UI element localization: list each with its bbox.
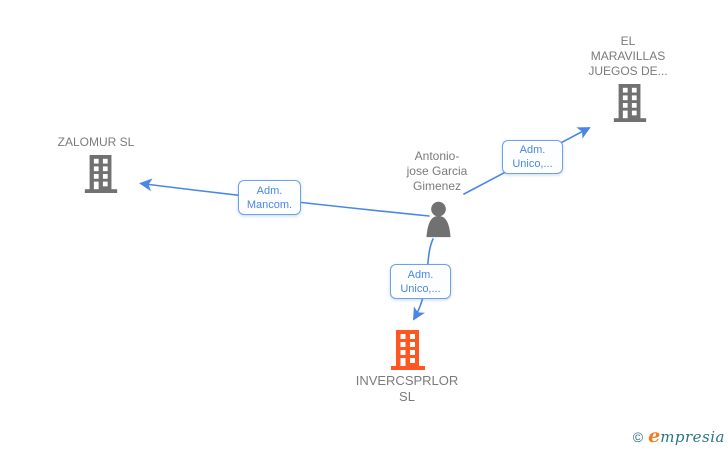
node-label-line: INVERCSPRLOR — [355, 373, 459, 388]
node-label-line: ZALOMUR SL — [57, 135, 135, 149]
node-label-person[interactable]: Antonio- jose Garcia Gimenez — [362, 149, 512, 194]
node-label-invercsprlor[interactable]: INVERCSPRLOR SL — [332, 373, 482, 405]
edge-label-line: Adm. — [407, 268, 434, 281]
edge-label-adm-mancom[interactable]: Adm. Mancom. — [238, 180, 301, 215]
building-icon[interactable] — [613, 84, 647, 127]
node-label-zalomur[interactable]: ZALOMUR SL — [21, 135, 171, 150]
node-label-line: Gimenez — [412, 179, 462, 193]
node-label-line: SL — [399, 389, 415, 404]
node-label-line: JUEGOS DE... — [588, 64, 668, 78]
empresia-logo-initial: e — [648, 425, 661, 447]
person-icon[interactable] — [423, 199, 454, 244]
copyright-symbol: © — [632, 429, 644, 445]
empresia-logo-text: mpresia — [660, 428, 725, 446]
edge-label-line: Unico,... — [512, 158, 553, 170]
building-icon[interactable] — [84, 155, 118, 198]
node-label-line: EL — [620, 34, 636, 48]
edge-label-line: Unico,... — [400, 282, 441, 295]
node-label-line: MARAVILLAS — [590, 49, 666, 63]
node-label-line: Antonio- — [414, 149, 460, 163]
edge-label-adm-unico-maravillas[interactable]: Adm. Unico,... — [502, 140, 563, 174]
edge-label-line: Adm. — [519, 144, 546, 156]
building-icon-highlighted[interactable] — [390, 330, 426, 375]
node-label-maravillas[interactable]: EL MARAVILLAS JUEGOS DE... — [553, 34, 703, 79]
edge-label-line: Adm. — [256, 184, 283, 197]
node-label-line: jose Garcia — [406, 164, 468, 178]
edge-label-adm-unico-invercsprlor[interactable]: Adm. Unico,... — [390, 264, 451, 299]
edge-label-line: Mancom. — [246, 198, 293, 211]
